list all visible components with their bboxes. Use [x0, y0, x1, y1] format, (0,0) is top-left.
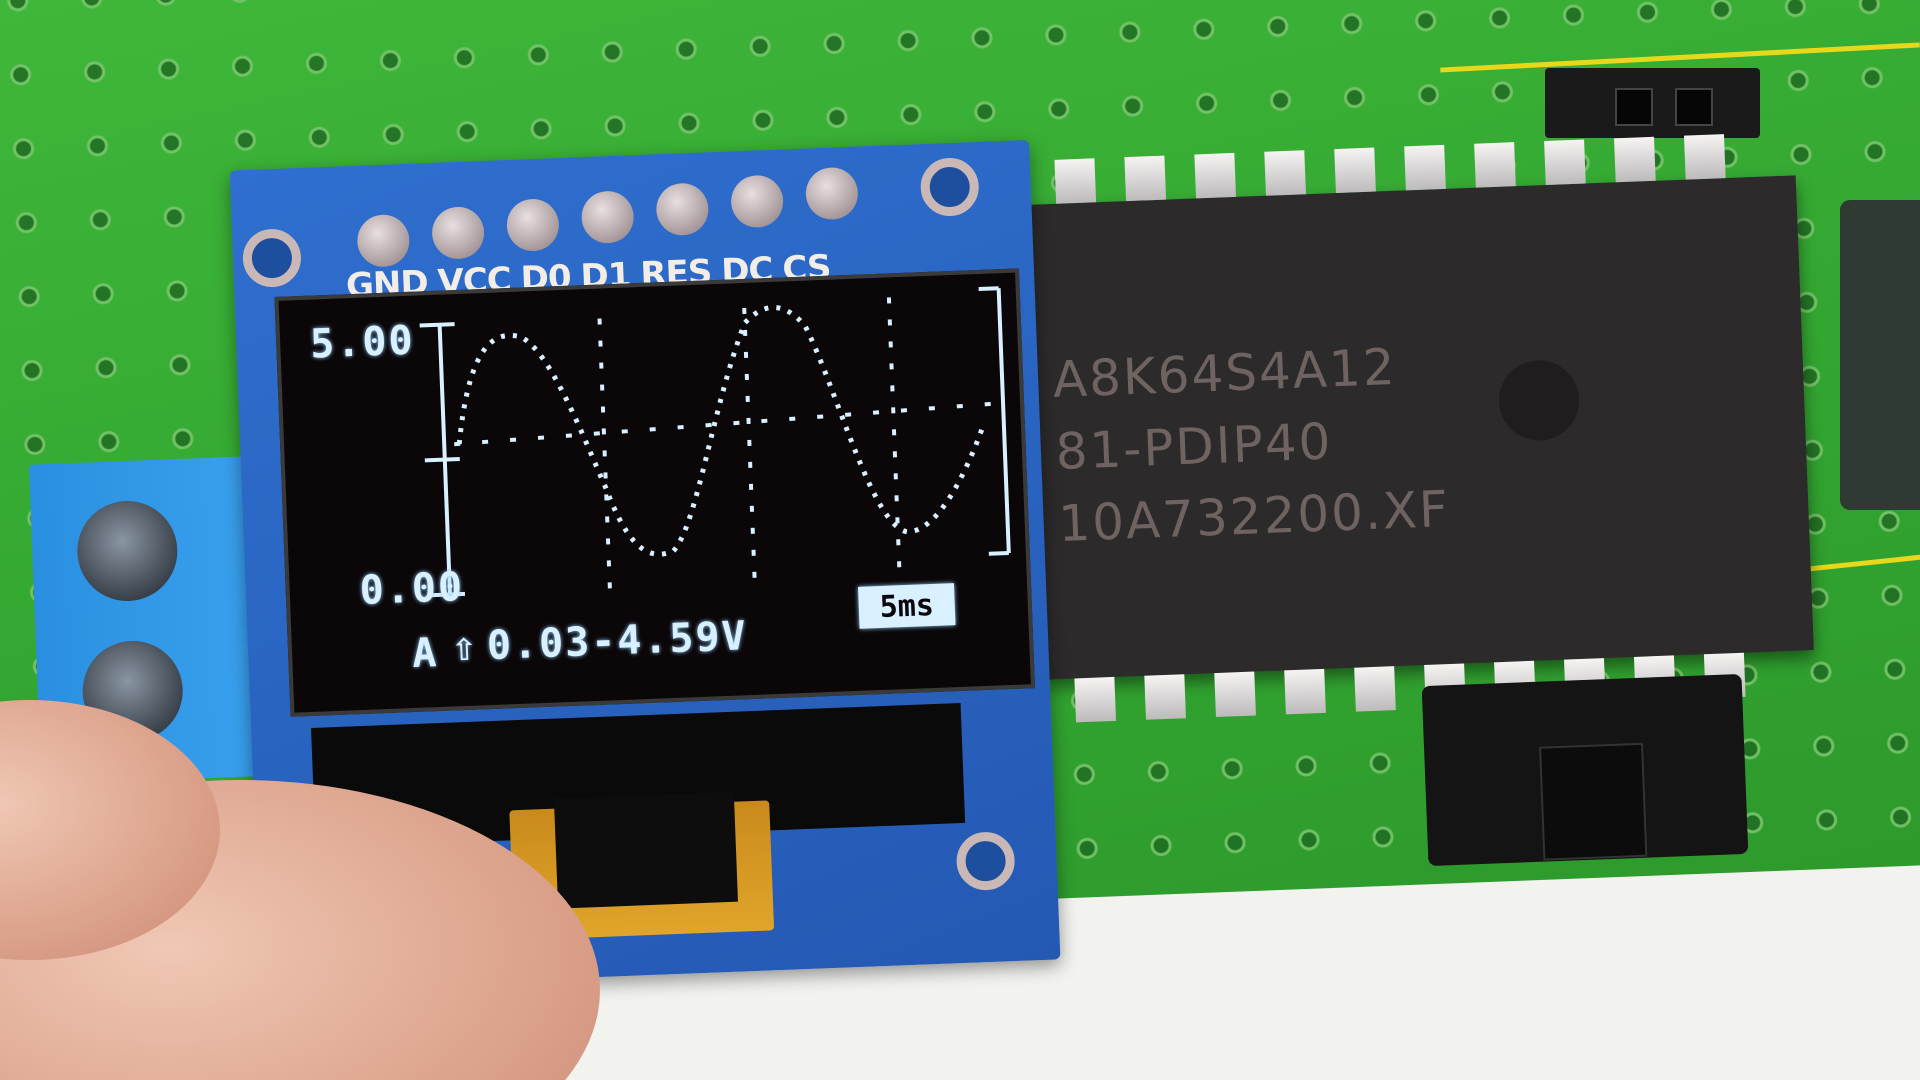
microcontroller-chip: A8K64S4A12 81-PDIP40 10A732200.XF — [1026, 134, 1814, 723]
oled-screen: 5.00 0.00 5ms A ⇧ 0.03-4.59V — [274, 268, 1036, 717]
y-axis-max-label: 5.00 — [309, 317, 416, 368]
chip-marking-line-1: A8K64S4A12 — [1051, 337, 1398, 410]
crystal-component — [1840, 200, 1920, 510]
chip-marking-line-3: 10A732200.XF — [1057, 479, 1451, 553]
timebase-badge: 5ms — [857, 583, 956, 629]
display-driver-chip — [553, 791, 738, 909]
pin1-dimple — [1497, 358, 1581, 442]
screw-icon — [75, 499, 180, 603]
waveform-plot — [419, 286, 1011, 598]
y-axis-min-label: 0.00 — [358, 563, 465, 614]
slide-switch — [1421, 673, 1749, 867]
pin-header — [1545, 68, 1760, 138]
channel-label: A — [411, 630, 440, 677]
up-arrow-icon: ⇧ — [451, 623, 479, 671]
oled-module: GND VCC D0 D1 RES DC CS — [229, 139, 1061, 991]
